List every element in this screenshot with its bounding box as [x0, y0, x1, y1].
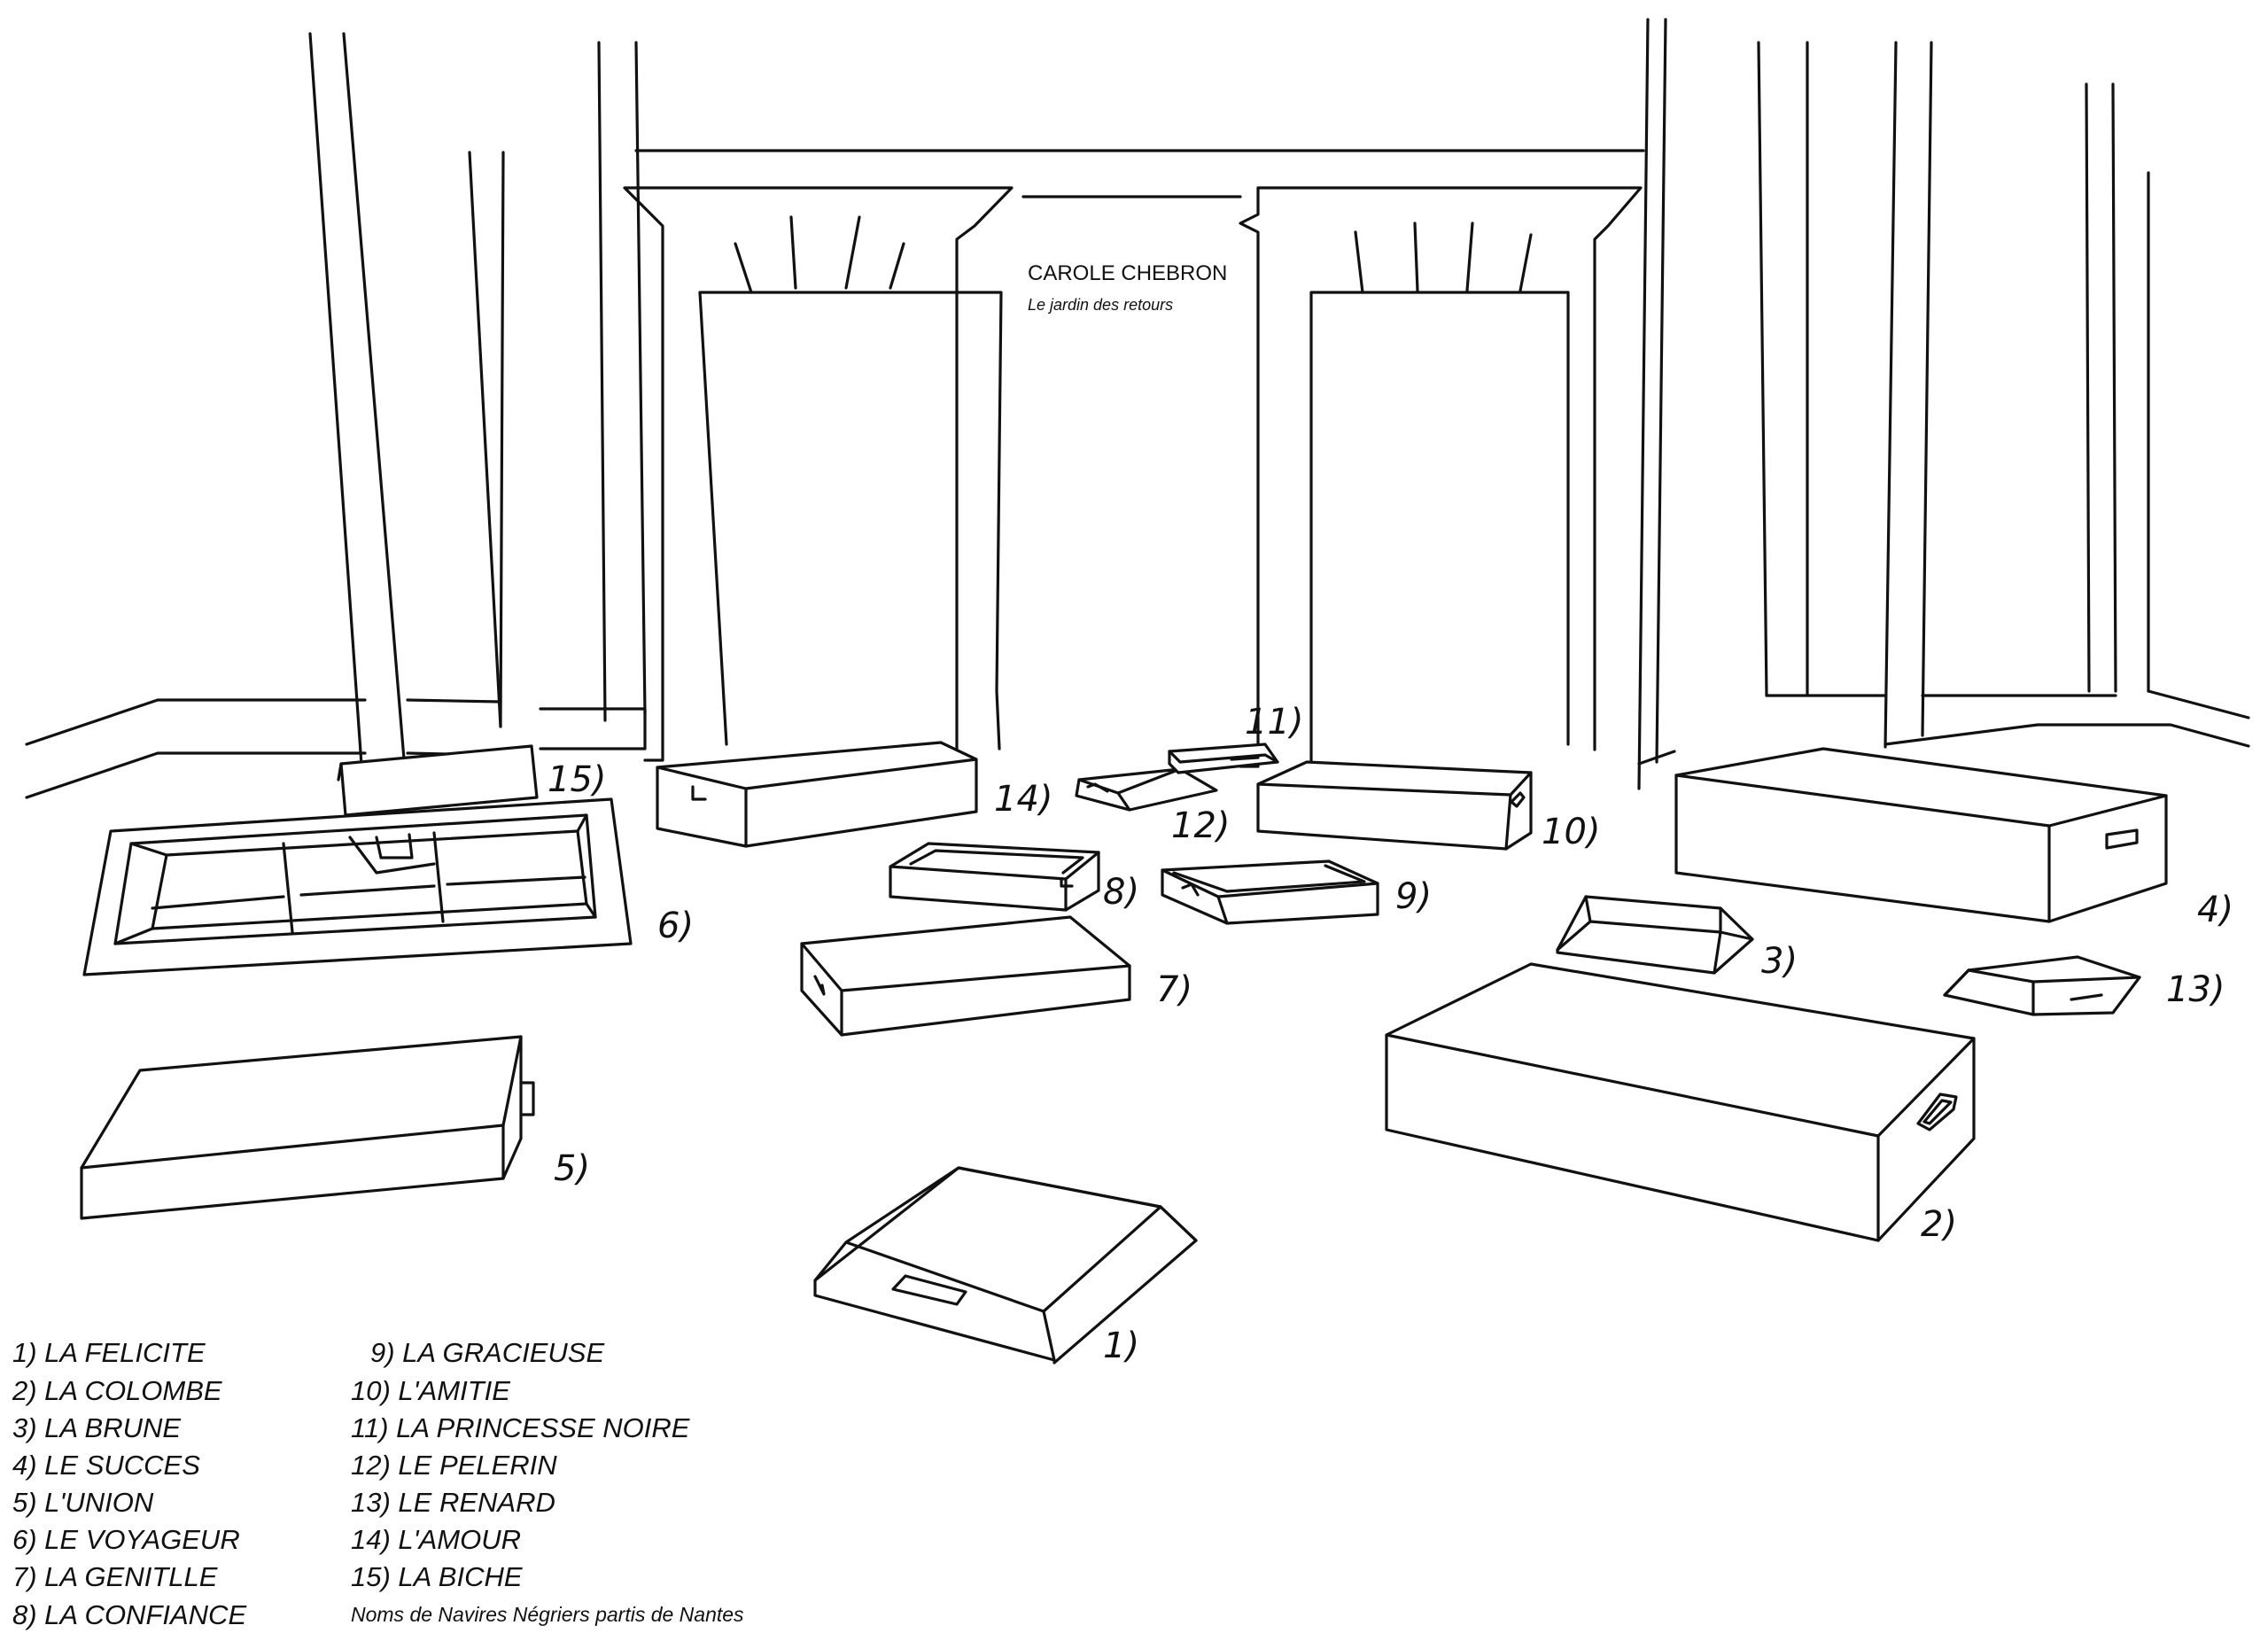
display-boxes — [80, 741, 2168, 1365]
box-11 — [1168, 743, 1279, 774]
box-1 — [813, 1166, 1198, 1365]
legend-item: 11) LA PRINCESSE NOIRE — [351, 1412, 690, 1443]
legend-item: 9) LA GRACIEUSE — [370, 1337, 604, 1368]
artist-name: CAROLE CHEBRON — [1028, 261, 1227, 285]
legend-item: 10) L'AMITIE — [351, 1375, 510, 1406]
box-9 — [1161, 859, 1379, 925]
label-2: 2) — [1921, 1204, 1957, 1245]
label-15: 15) — [548, 759, 607, 800]
legend-item: 5) L'UNION — [12, 1487, 154, 1518]
label-14: 14) — [994, 779, 1053, 820]
legend-item: 12) LE PELERIN — [351, 1450, 557, 1481]
box-14 — [656, 741, 978, 848]
box-13 — [1943, 955, 2141, 1016]
box-5 — [80, 1035, 535, 1220]
legend-item: 8) LA CONFIANCE — [12, 1599, 246, 1630]
box-4 — [1674, 747, 2168, 923]
label-6: 6) — [657, 906, 694, 946]
box-3 — [1556, 895, 1754, 975]
box-2 — [1385, 962, 1976, 1242]
label-11: 11) — [1245, 702, 1304, 743]
box-10 — [1256, 760, 1533, 851]
room-architecture — [25, 18, 2250, 817]
label-13: 13) — [2166, 969, 2225, 1010]
label-4: 4) — [2197, 890, 2233, 930]
label-3: 3) — [1761, 941, 1798, 982]
box-7 — [800, 915, 1131, 1037]
legend-item: 14) L'AMOUR — [351, 1524, 521, 1555]
legend-note: Noms de Navires Négriers partis de Nante… — [351, 1603, 744, 1626]
label-10: 10) — [1542, 812, 1601, 852]
label-8: 8) — [1103, 872, 1139, 913]
legend-item: 15) LA BICHE — [351, 1561, 523, 1592]
box-number-labels: 1) 2) 3) 4) 5) 6) 7) 8) 9) 10) 11) 12) 1… — [548, 702, 2233, 1366]
legend-item: 3) LA BRUNE — [12, 1412, 181, 1443]
box-12 — [1075, 767, 1218, 812]
legend-item: 6) LE VOYAGEUR — [12, 1524, 240, 1555]
legend-item: 1) LA FELICITE — [12, 1337, 206, 1368]
label-12: 12) — [1171, 805, 1231, 846]
label-9: 9) — [1395, 876, 1432, 917]
legend-item: 2) LA COLOMBE — [12, 1375, 222, 1406]
legend-item: 13) LE RENARD — [351, 1487, 555, 1518]
legend: 1) LA FELICITE 2) LA COLOMBE 3) LA BRUNE… — [12, 1337, 744, 1630]
label-5: 5) — [554, 1148, 590, 1189]
label-7: 7) — [1156, 969, 1192, 1010]
box-8 — [889, 842, 1100, 912]
work-title: Le jardin des retours — [1028, 296, 1173, 314]
label-1: 1) — [1103, 1326, 1139, 1366]
box-6 — [82, 797, 633, 976]
legend-item: 7) LA GENITLLE — [12, 1561, 218, 1592]
box-15 — [337, 744, 539, 817]
legend-item: 4) LE SUCCES — [12, 1450, 200, 1481]
